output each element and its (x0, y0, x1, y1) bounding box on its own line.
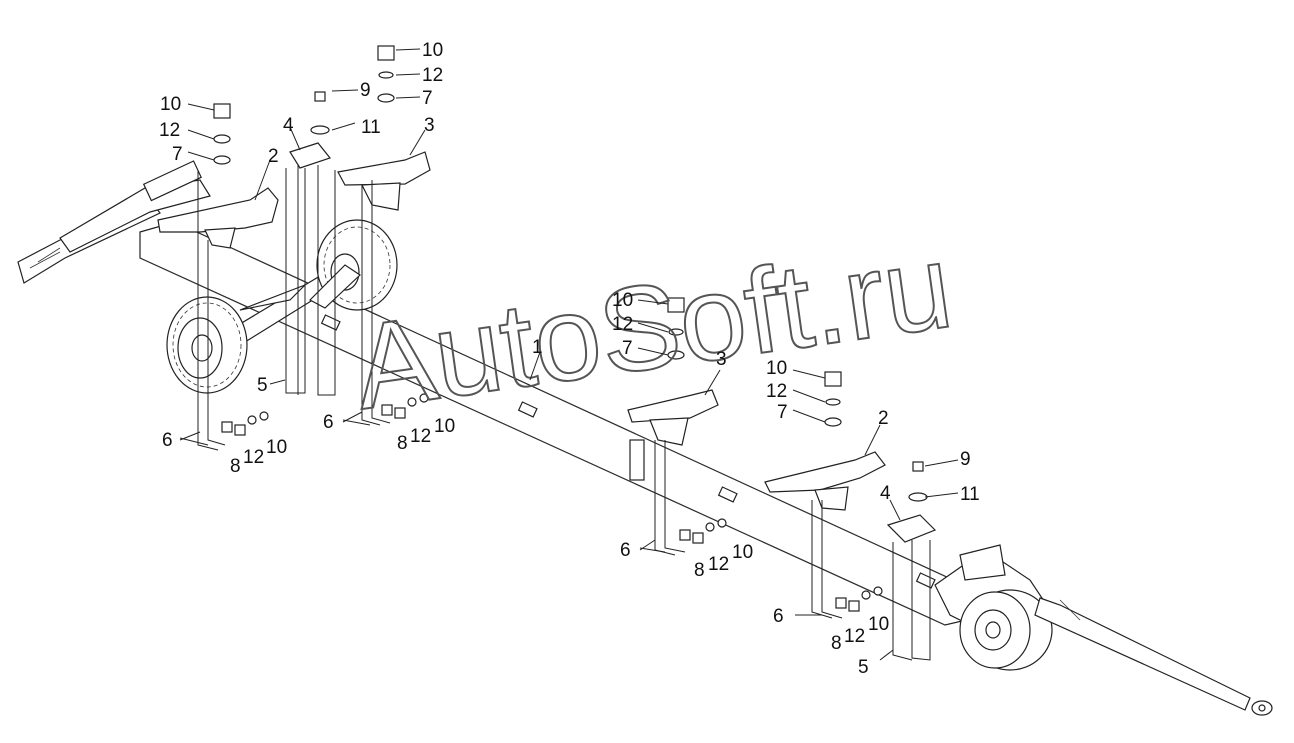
bracket-3-middle (627, 389, 719, 481)
label-10: 10 (266, 437, 287, 458)
label-10: 10 (422, 40, 443, 61)
label-7: 7 (422, 88, 433, 109)
left-wheel (166, 296, 248, 394)
label-3: 3 (424, 115, 435, 136)
label-9: 9 (960, 449, 971, 470)
label-8: 8 (397, 433, 408, 454)
front-wheel (934, 544, 1053, 671)
label-12: 12 (612, 314, 633, 335)
label-8: 8 (230, 456, 241, 477)
bracket-2-right (764, 451, 886, 511)
label-6: 6 (162, 430, 173, 451)
label-12: 12 (243, 447, 264, 468)
label-4: 4 (880, 483, 891, 504)
label-6: 6 (323, 412, 334, 433)
label-6: 6 (620, 540, 631, 561)
label-12: 12 (422, 65, 443, 86)
leader-lines (179, 48, 959, 661)
label-12: 12 (159, 120, 180, 141)
plate-4-lower (886, 514, 937, 543)
label-10: 10 (160, 94, 181, 115)
label-10: 10 (868, 614, 889, 635)
watermark-text: AutoSoft.ru (346, 219, 959, 435)
label-5: 5 (858, 657, 869, 678)
hardware-stacks (213, 45, 928, 612)
label-9: 9 (360, 80, 371, 101)
label-7: 7 (172, 144, 183, 165)
label-10: 10 (766, 358, 787, 379)
label-12: 12 (410, 426, 431, 447)
label-11: 11 (960, 484, 980, 505)
label-8: 8 (694, 560, 705, 581)
bracket-3-upper (337, 151, 431, 211)
label-12: 12 (844, 626, 865, 647)
label-10: 10 (732, 542, 753, 563)
label-10: 10 (612, 290, 633, 311)
u-bolts (197, 165, 931, 661)
label-12: 12 (708, 554, 729, 575)
label-2: 2 (878, 408, 889, 429)
part-labels: 1 2 2 3 3 4 4 5 5 6 6 6 6 7 7 7 7 8 8 8 … (159, 40, 980, 678)
label-7: 7 (777, 402, 788, 423)
label-2: 2 (268, 146, 279, 167)
label-10: 10 (434, 416, 455, 437)
label-11: 11 (361, 117, 381, 138)
plate-4-upper (289, 142, 332, 169)
label-8: 8 (831, 633, 842, 654)
rear-arm (17, 160, 211, 284)
drawbar (1034, 597, 1273, 716)
label-6: 6 (773, 606, 784, 627)
label-12: 12 (766, 381, 787, 402)
label-7: 7 (622, 338, 633, 359)
label-4: 4 (283, 115, 294, 136)
label-3: 3 (716, 349, 727, 370)
label-5: 5 (257, 375, 268, 396)
label-1: 1 (532, 337, 543, 358)
